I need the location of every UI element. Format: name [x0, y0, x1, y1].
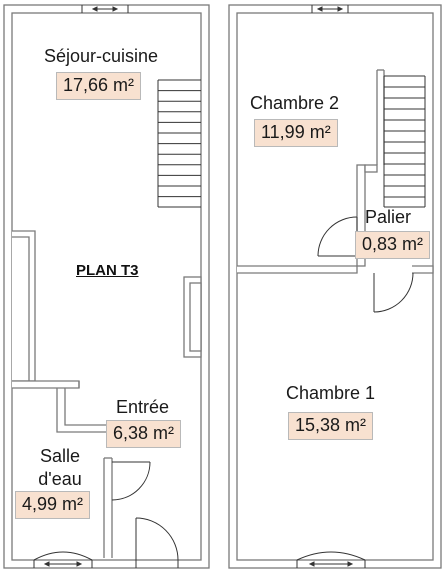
room-area-sejour: 17,66 m²	[56, 72, 142, 100]
ground-floor-doors	[111, 461, 179, 568]
ground-floor-partitions	[12, 230, 202, 558]
room-area-chambre2: 11,99 m²	[254, 119, 338, 147]
ground-floor-windows	[33, 5, 129, 568]
room-area-chambre1: 15,38 m²	[288, 412, 374, 440]
room-name-salle-line2: d'eau	[38, 469, 82, 489]
upper-floor-staircase	[383, 75, 426, 208]
upper-floor-outer-walls	[228, 4, 442, 569]
room-area-salle: 4,99 m²	[15, 491, 91, 519]
upper-floor-windows	[296, 5, 366, 568]
ground-floor-staircase	[157, 79, 201, 208]
room-area-palier: 0,83 m²	[355, 231, 431, 259]
room-area-entree: 6,38 m²	[106, 420, 182, 448]
room-name-entree: Entrée	[116, 397, 170, 417]
room-name-chambre2: Chambre 2	[250, 93, 340, 113]
room-name-palier: Palier	[365, 207, 412, 227]
room-name-chambre1: Chambre 1	[286, 383, 376, 403]
room-name-sejour: Séjour-cuisine	[44, 46, 159, 66]
plan-title: PLAN T3	[76, 262, 139, 279]
room-name-salle-line1: Salle	[39, 446, 81, 466]
